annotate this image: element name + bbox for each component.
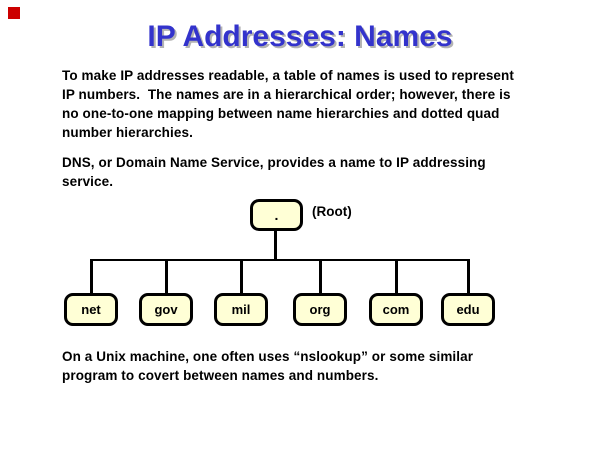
text-line: On a Unix machine, one often uses “nsloo…: [62, 349, 474, 364]
horizontal-connector-line: [91, 259, 468, 261]
tree-node-label: com: [382, 302, 410, 317]
footer-paragraph: On a Unix machine, one often uses “nsloo…: [62, 347, 473, 385]
intro-paragraph: To make IP addresses readable, a table o…: [62, 66, 514, 142]
dns-paragraph: DNS, or Domain Name Service, provides a …: [62, 153, 486, 191]
connector-line-com: [395, 259, 398, 294]
tree-root-node: .: [250, 199, 303, 231]
connector-line-org: [319, 259, 322, 294]
slide-title: IP Addresses: Names: [147, 20, 453, 53]
text-line: no one-to-one mapping between name hiera…: [62, 106, 500, 121]
connector-line-mil: [240, 259, 243, 294]
tree-node-label: net: [81, 302, 101, 317]
connector-line-net: [90, 259, 93, 294]
tree-root-label: .: [274, 207, 279, 223]
tree-node-mil: mil: [214, 293, 268, 326]
tree-node-edu: edu: [441, 293, 495, 326]
text-line: number hierarchies.: [62, 125, 193, 140]
text-line: IP numbers. The names are in a hierarchi…: [62, 87, 511, 102]
tree-node-gov: gov: [139, 293, 193, 326]
tree-node-org: org: [293, 293, 347, 326]
root-annotation: (Root): [312, 204, 352, 219]
tree-node-label: org: [309, 302, 331, 317]
text-line: To make IP addresses readable, a table o…: [62, 68, 514, 83]
red-corner-marker: [8, 7, 20, 19]
tree-node-label: gov: [154, 302, 178, 317]
connector-line-gov: [165, 259, 168, 294]
text-line: DNS, or Domain Name Service, provides a …: [62, 155, 486, 170]
text-line: program to covert between names and numb…: [62, 368, 379, 383]
root-connector-line: [274, 231, 277, 260]
tree-node-label: edu: [456, 302, 480, 317]
tree-node-net: net: [64, 293, 118, 326]
tree-node-label: mil: [231, 302, 251, 317]
text-line: service.: [62, 174, 114, 189]
connector-line-edu: [467, 259, 470, 294]
tree-node-com: com: [369, 293, 423, 326]
